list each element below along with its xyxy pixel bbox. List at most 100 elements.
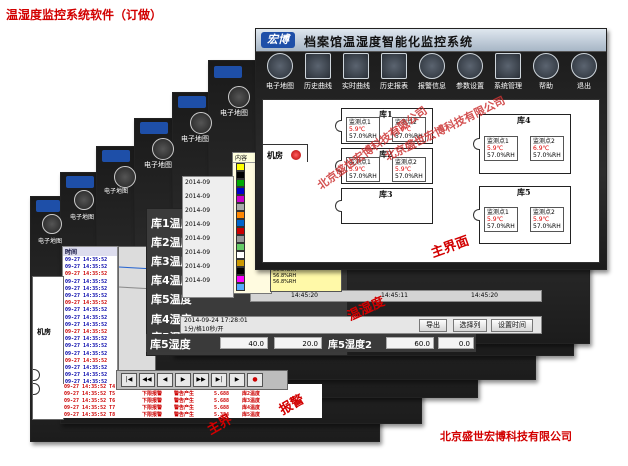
- legend-swatch[interactable]: [236, 259, 245, 267]
- legend-swatch[interactable]: [236, 283, 245, 291]
- globe-icon[interactable]: [74, 190, 94, 210]
- legend-swatch[interactable]: [236, 219, 245, 227]
- stack-tab-label[interactable]: 电子地图: [70, 214, 95, 221]
- last-icon[interactable]: ▶|: [211, 373, 227, 387]
- globe-icon[interactable]: [114, 166, 136, 188]
- legend-swatch[interactable]: [236, 243, 245, 251]
- log-value: 5.688: [214, 405, 230, 411]
- globe-icon[interactable]: [42, 214, 62, 234]
- legend-swatch[interactable]: [236, 275, 245, 283]
- legend-swatch[interactable]: [236, 227, 245, 235]
- date-item[interactable]: 2014-09: [185, 263, 211, 270]
- toolbar-button-2[interactable]: 实时曲线: [338, 53, 374, 97]
- globe-icon[interactable]: [190, 112, 212, 134]
- room-3[interactable]: 库3: [335, 188, 433, 224]
- date-item[interactable]: 2014-09: [185, 179, 211, 186]
- toolbar-button-8[interactable]: 退出: [566, 53, 602, 97]
- legend-swatch[interactable]: [236, 187, 245, 195]
- set-time-button[interactable]: 设置时间: [491, 319, 533, 332]
- toolbar-button-3[interactable]: 历史报表: [376, 53, 412, 97]
- next-icon[interactable]: ▶: [229, 373, 245, 387]
- sensor-name: 监测点2: [395, 159, 417, 166]
- sensor-name: 监测点1: [487, 138, 509, 145]
- main-window: 宏博 档案馆温湿度智能化监控系统 电子地图历史曲线实时曲线历史报表报警信息参数设…: [255, 28, 607, 270]
- toolbar-button-1[interactable]: 历史曲线: [300, 53, 336, 97]
- value-box[interactable]: 40.0: [220, 337, 268, 349]
- date-item[interactable]: 2014-09: [185, 277, 211, 284]
- legend-swatch[interactable]: [236, 211, 245, 219]
- room-label: 库4: [517, 115, 531, 125]
- legend-swatch[interactable]: [236, 251, 245, 259]
- log-time: 09-27 14:35:52 T7: [64, 405, 116, 411]
- date-item[interactable]: 2014-09: [185, 221, 211, 228]
- forward-icon[interactable]: ▶▶: [193, 373, 209, 387]
- log-state: 警告产生: [174, 398, 195, 404]
- data-row-label: 库5温度: [151, 293, 192, 306]
- axis-tick: 14:45:20: [471, 292, 498, 299]
- value-box[interactable]: 60.0: [386, 337, 434, 349]
- stop-icon[interactable]: ●: [247, 373, 263, 387]
- stack-tab-label[interactable]: 电子地图: [181, 135, 209, 143]
- play-icon[interactable]: ▶: [175, 373, 191, 387]
- toolbar-button-4[interactable]: 报警信息: [414, 53, 450, 97]
- date-item[interactable]: 2014-09: [185, 207, 211, 214]
- value-box[interactable]: 0.0: [438, 337, 474, 349]
- select-column-button[interactable]: 选择列: [453, 319, 487, 332]
- stack-tab-label[interactable]: 电子地图: [38, 238, 63, 245]
- first-icon[interactable]: |◀: [121, 373, 137, 387]
- date-item[interactable]: 2014-09: [185, 249, 211, 256]
- log-value: 5.688: [214, 391, 230, 397]
- stack-tab-label[interactable]: 电子地图: [104, 188, 129, 195]
- hum5b-label: 库5湿度2: [328, 340, 372, 351]
- value-box[interactable]: 20.0: [274, 337, 322, 349]
- legend-swatch[interactable]: [236, 195, 245, 203]
- toolbar-button-5[interactable]: 参数设置: [452, 53, 488, 97]
- date-item[interactable]: 2014-09: [185, 235, 211, 242]
- log-type: 下限报警: [142, 391, 163, 397]
- legend-swatch[interactable]: [236, 267, 245, 275]
- legend-swatch[interactable]: [236, 179, 245, 187]
- sensor-hum: 57.0%RH: [395, 133, 423, 140]
- toolbar-label: 系统管理: [494, 82, 522, 90]
- machine-room-label: 机房: [267, 150, 283, 160]
- log-time: 09-27 14:35:52: [65, 372, 108, 379]
- toolbar-button-7[interactable]: 帮助: [528, 53, 564, 97]
- date-sub-text: 1分/格10秒/开: [184, 326, 224, 333]
- date-item[interactable]: 2014-09: [185, 193, 211, 200]
- toolbar-button-6[interactable]: 系统管理: [490, 53, 526, 97]
- globe-icon[interactable]: [228, 86, 250, 108]
- legend-swatch[interactable]: [236, 171, 245, 179]
- alarm-light-icon[interactable]: [291, 150, 301, 160]
- door-shape: [473, 138, 480, 150]
- realtime-chart-icon: [343, 53, 369, 79]
- room-label: 库2: [379, 149, 393, 159]
- sensor-temp: 5.9℃: [349, 126, 366, 133]
- rewind-icon[interactable]: ◀◀: [139, 373, 155, 387]
- stack-tab-label[interactable]: 电子地图: [220, 109, 248, 117]
- log-time: 09-27 14:35:52 T5: [64, 391, 116, 397]
- sensor-name: 监测点2: [533, 138, 555, 145]
- toolbar-button-0[interactable]: 电子地图: [262, 53, 298, 97]
- legend-swatch[interactable]: [236, 203, 245, 211]
- stack-tab-label[interactable]: 电子地图: [144, 161, 172, 169]
- prev-icon[interactable]: ◀: [157, 373, 173, 387]
- axis-tick: 14:45:20: [291, 292, 318, 299]
- legend-swatch[interactable]: [236, 163, 245, 171]
- playback-controls: |◀ ◀◀ ◀ ▶ ▶▶ ▶| ▶ ●: [116, 370, 288, 390]
- globe-icon[interactable]: [152, 138, 174, 160]
- stack-logo-4: [140, 122, 168, 134]
- export-button[interactable]: 导出: [419, 319, 447, 332]
- legend-swatch[interactable]: [236, 235, 245, 243]
